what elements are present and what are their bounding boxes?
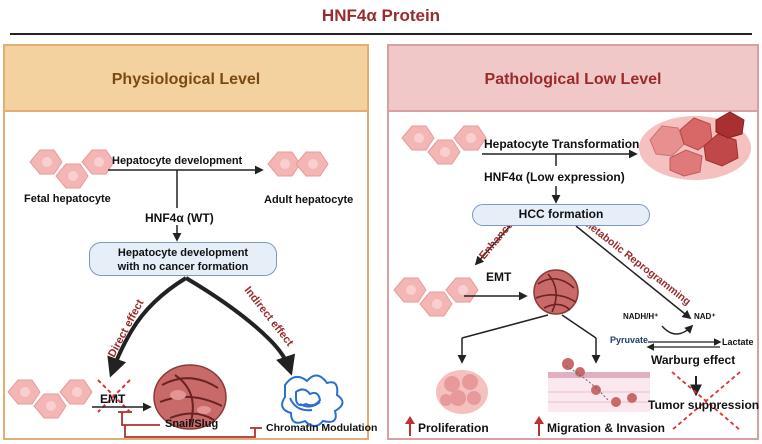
hnf4a-wt-label: HNF4α (WT): [145, 211, 214, 225]
emt-left-label: EMT: [100, 392, 126, 406]
pathological-header: Pathological Low Level: [387, 44, 759, 112]
warburg-effect-label: Warburg effect: [651, 353, 736, 367]
hepatocyte-transformation-label: Hepatocyte Transformation: [484, 137, 640, 151]
hepatocyte-development-label: Hepatocyte development: [112, 155, 243, 167]
box-line-1: Hepatocyte development: [117, 247, 249, 259]
chromatin-modulation-label: Chromatin Modulation: [266, 422, 378, 434]
hepatocyte-development-box: Hepatocyte development with no cancer fo…: [89, 242, 277, 276]
hcc-formation-box: HCC formation: [472, 204, 650, 226]
snail-slug-label: Snail/Slug: [165, 418, 219, 430]
title-rule: [10, 33, 752, 35]
tumor-suppression-label: Tumor suppression: [648, 398, 760, 412]
proliferation-label: Proliferation: [418, 421, 489, 435]
migration-invasion-label: Migration & Invasion: [547, 421, 666, 435]
lactate-label: Lactate: [722, 337, 754, 347]
fetal-hepatocyte-label: Fetal hepatocyte: [24, 193, 111, 205]
pyruvate-label: Pyruvate: [610, 335, 649, 345]
box-line-2: with no cancer formation: [117, 261, 249, 273]
hnf4a-low-label: HNF4α (Low expression): [484, 170, 625, 184]
emt-right-label: EMT: [486, 270, 512, 284]
page-title: HNF4α Protein: [321, 6, 441, 25]
physiological-header: Physiological Level: [3, 44, 369, 112]
adult-hepatocyte-label: Adult hepatocyte: [264, 194, 354, 206]
nadh-label: NADH/H⁺: [623, 312, 659, 321]
nad-label: NAD⁺: [694, 312, 716, 321]
